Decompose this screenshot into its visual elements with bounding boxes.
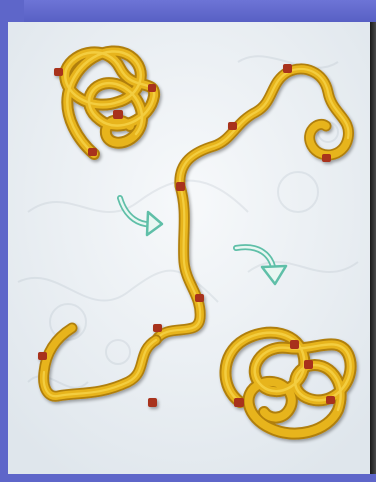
marker (113, 110, 123, 119)
marker (283, 64, 292, 73)
protein-folding-illustration (8, 22, 370, 474)
marker (38, 352, 47, 360)
marker (304, 360, 313, 369)
marker (54, 68, 63, 76)
frame-edge-bottom (0, 474, 376, 482)
marker (148, 398, 157, 407)
marker (322, 154, 331, 162)
marker (195, 294, 204, 302)
frame-edge-right (370, 22, 376, 474)
marker (290, 340, 299, 349)
marker (234, 398, 244, 407)
marker (176, 182, 185, 191)
marker (88, 148, 97, 156)
top-bar (24, 0, 376, 22)
marker (153, 324, 162, 332)
illustration-frame (8, 22, 370, 474)
marker (326, 396, 335, 404)
marker (228, 122, 237, 130)
marker (148, 84, 156, 92)
